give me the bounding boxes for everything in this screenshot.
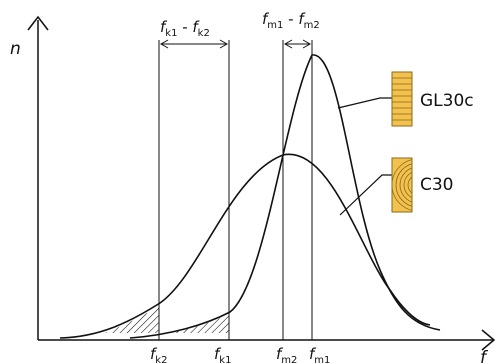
c30-hatched-tail xyxy=(105,306,159,333)
x-axis-arrow xyxy=(481,329,496,351)
k-arrow-right-head xyxy=(219,39,229,49)
y-axis-arrow xyxy=(27,15,49,31)
c30-legend-label: C30 xyxy=(420,175,454,195)
gl30c-leader xyxy=(337,97,395,109)
k-arrow-left-head xyxy=(159,39,169,49)
m-arrow-right-head xyxy=(302,39,312,49)
solid-timber-icon xyxy=(391,157,413,213)
m-interval-label: fm1 - fm2 xyxy=(262,10,320,31)
tick-fk1: fk1 xyxy=(214,345,231,363)
tick-fm2: fm2 xyxy=(276,345,297,363)
m-arrow-left-head xyxy=(283,39,293,49)
gl30c-hatched-tail xyxy=(165,314,229,333)
y-axis-label: n xyxy=(10,39,21,59)
laminated-timber-icon xyxy=(391,71,413,127)
x-axis-label: f xyxy=(480,348,489,363)
tick-fm1: fm1 xyxy=(309,345,330,363)
tick-fk2: fk2 xyxy=(150,345,167,363)
k-interval-label: fk1 - fk2 xyxy=(160,18,210,39)
c30-leader xyxy=(339,174,397,216)
gl30c-legend-label: GL30c xyxy=(420,91,474,111)
